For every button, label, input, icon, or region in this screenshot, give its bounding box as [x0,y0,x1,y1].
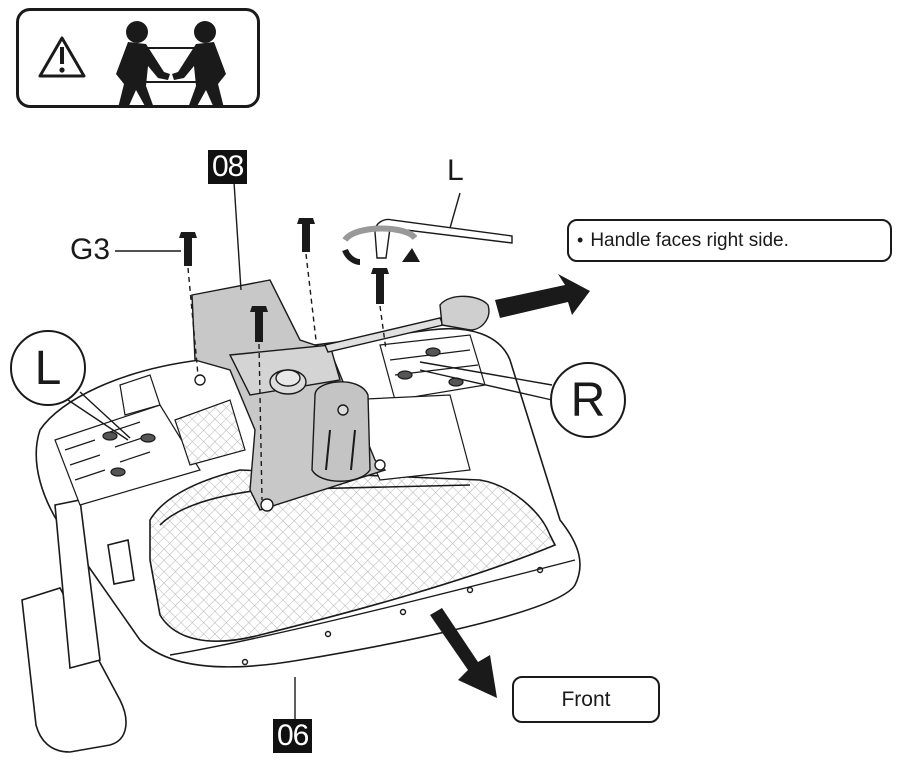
screw-label-g3: G3 [70,233,111,266]
two-person-lift-icon [116,21,226,108]
handle-note-text: Handle faces right side. [590,229,789,251]
seat-front-edge [169,559,576,666]
callout-right-label: R [570,373,606,427]
front-direction-arrow-icon [430,608,497,698]
leader-lines [67,181,553,719]
alignment-lines [187,253,387,501]
seat-mechanism [191,279,387,512]
screw-g3-3 [371,268,389,304]
front-label-box: Front [512,676,660,723]
front-label-text: Front [561,687,611,711]
rotation-arrow-icon [342,225,420,265]
right-direction-arrow-icon [495,274,590,318]
handle-orientation-note: • Handle faces right side. [567,219,892,262]
screw-g3-1 [179,232,197,266]
allen-wrench-icon [374,218,513,259]
two-person-warning-panel [16,8,260,108]
warning-triangle-icon [38,36,86,78]
wrench-label: L [447,154,464,187]
right-seat-frame [344,334,486,481]
screw-g3-2 [297,218,315,252]
part-tag-seat: 06 [273,719,313,753]
left-armrest [21,499,135,753]
callout-left-label: L [34,341,62,395]
callout-left: L [10,330,86,406]
screw-g3-4 [250,306,268,342]
callout-right: R [550,362,626,438]
part-tag-mechanism: 08 [208,150,248,184]
left-seat-frame [54,374,246,506]
bullet-icon: • [577,230,584,250]
